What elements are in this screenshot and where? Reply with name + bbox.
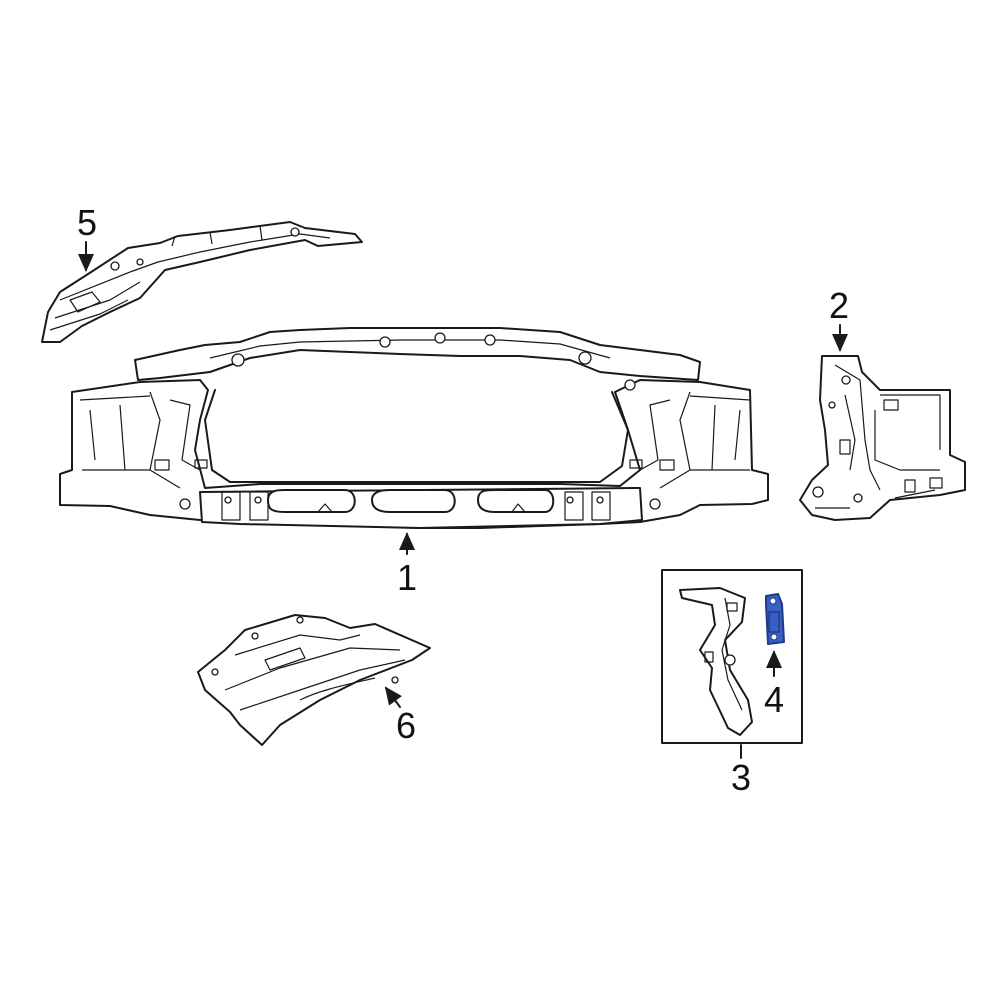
leader-6 (384, 686, 402, 708)
callout-3: 3 (731, 757, 752, 798)
callout-6: 6 (396, 705, 417, 746)
part-4-clip[interactable] (765, 593, 785, 645)
callout-4: 4 (764, 679, 785, 720)
callout-5: 5 (77, 202, 98, 243)
part-1-radiator-support[interactable] (59, 327, 769, 529)
leader-arrows (78, 241, 848, 759)
callout-2: 2 (829, 285, 850, 326)
part-3-bracket[interactable] (679, 587, 753, 736)
part-6-splash-shield[interactable] (197, 614, 431, 746)
callout-1: 1 (397, 557, 418, 598)
part-2-side-panel[interactable] (799, 355, 966, 521)
part-3-box (661, 569, 803, 744)
part-5-upper-deflector[interactable] (41, 221, 363, 343)
